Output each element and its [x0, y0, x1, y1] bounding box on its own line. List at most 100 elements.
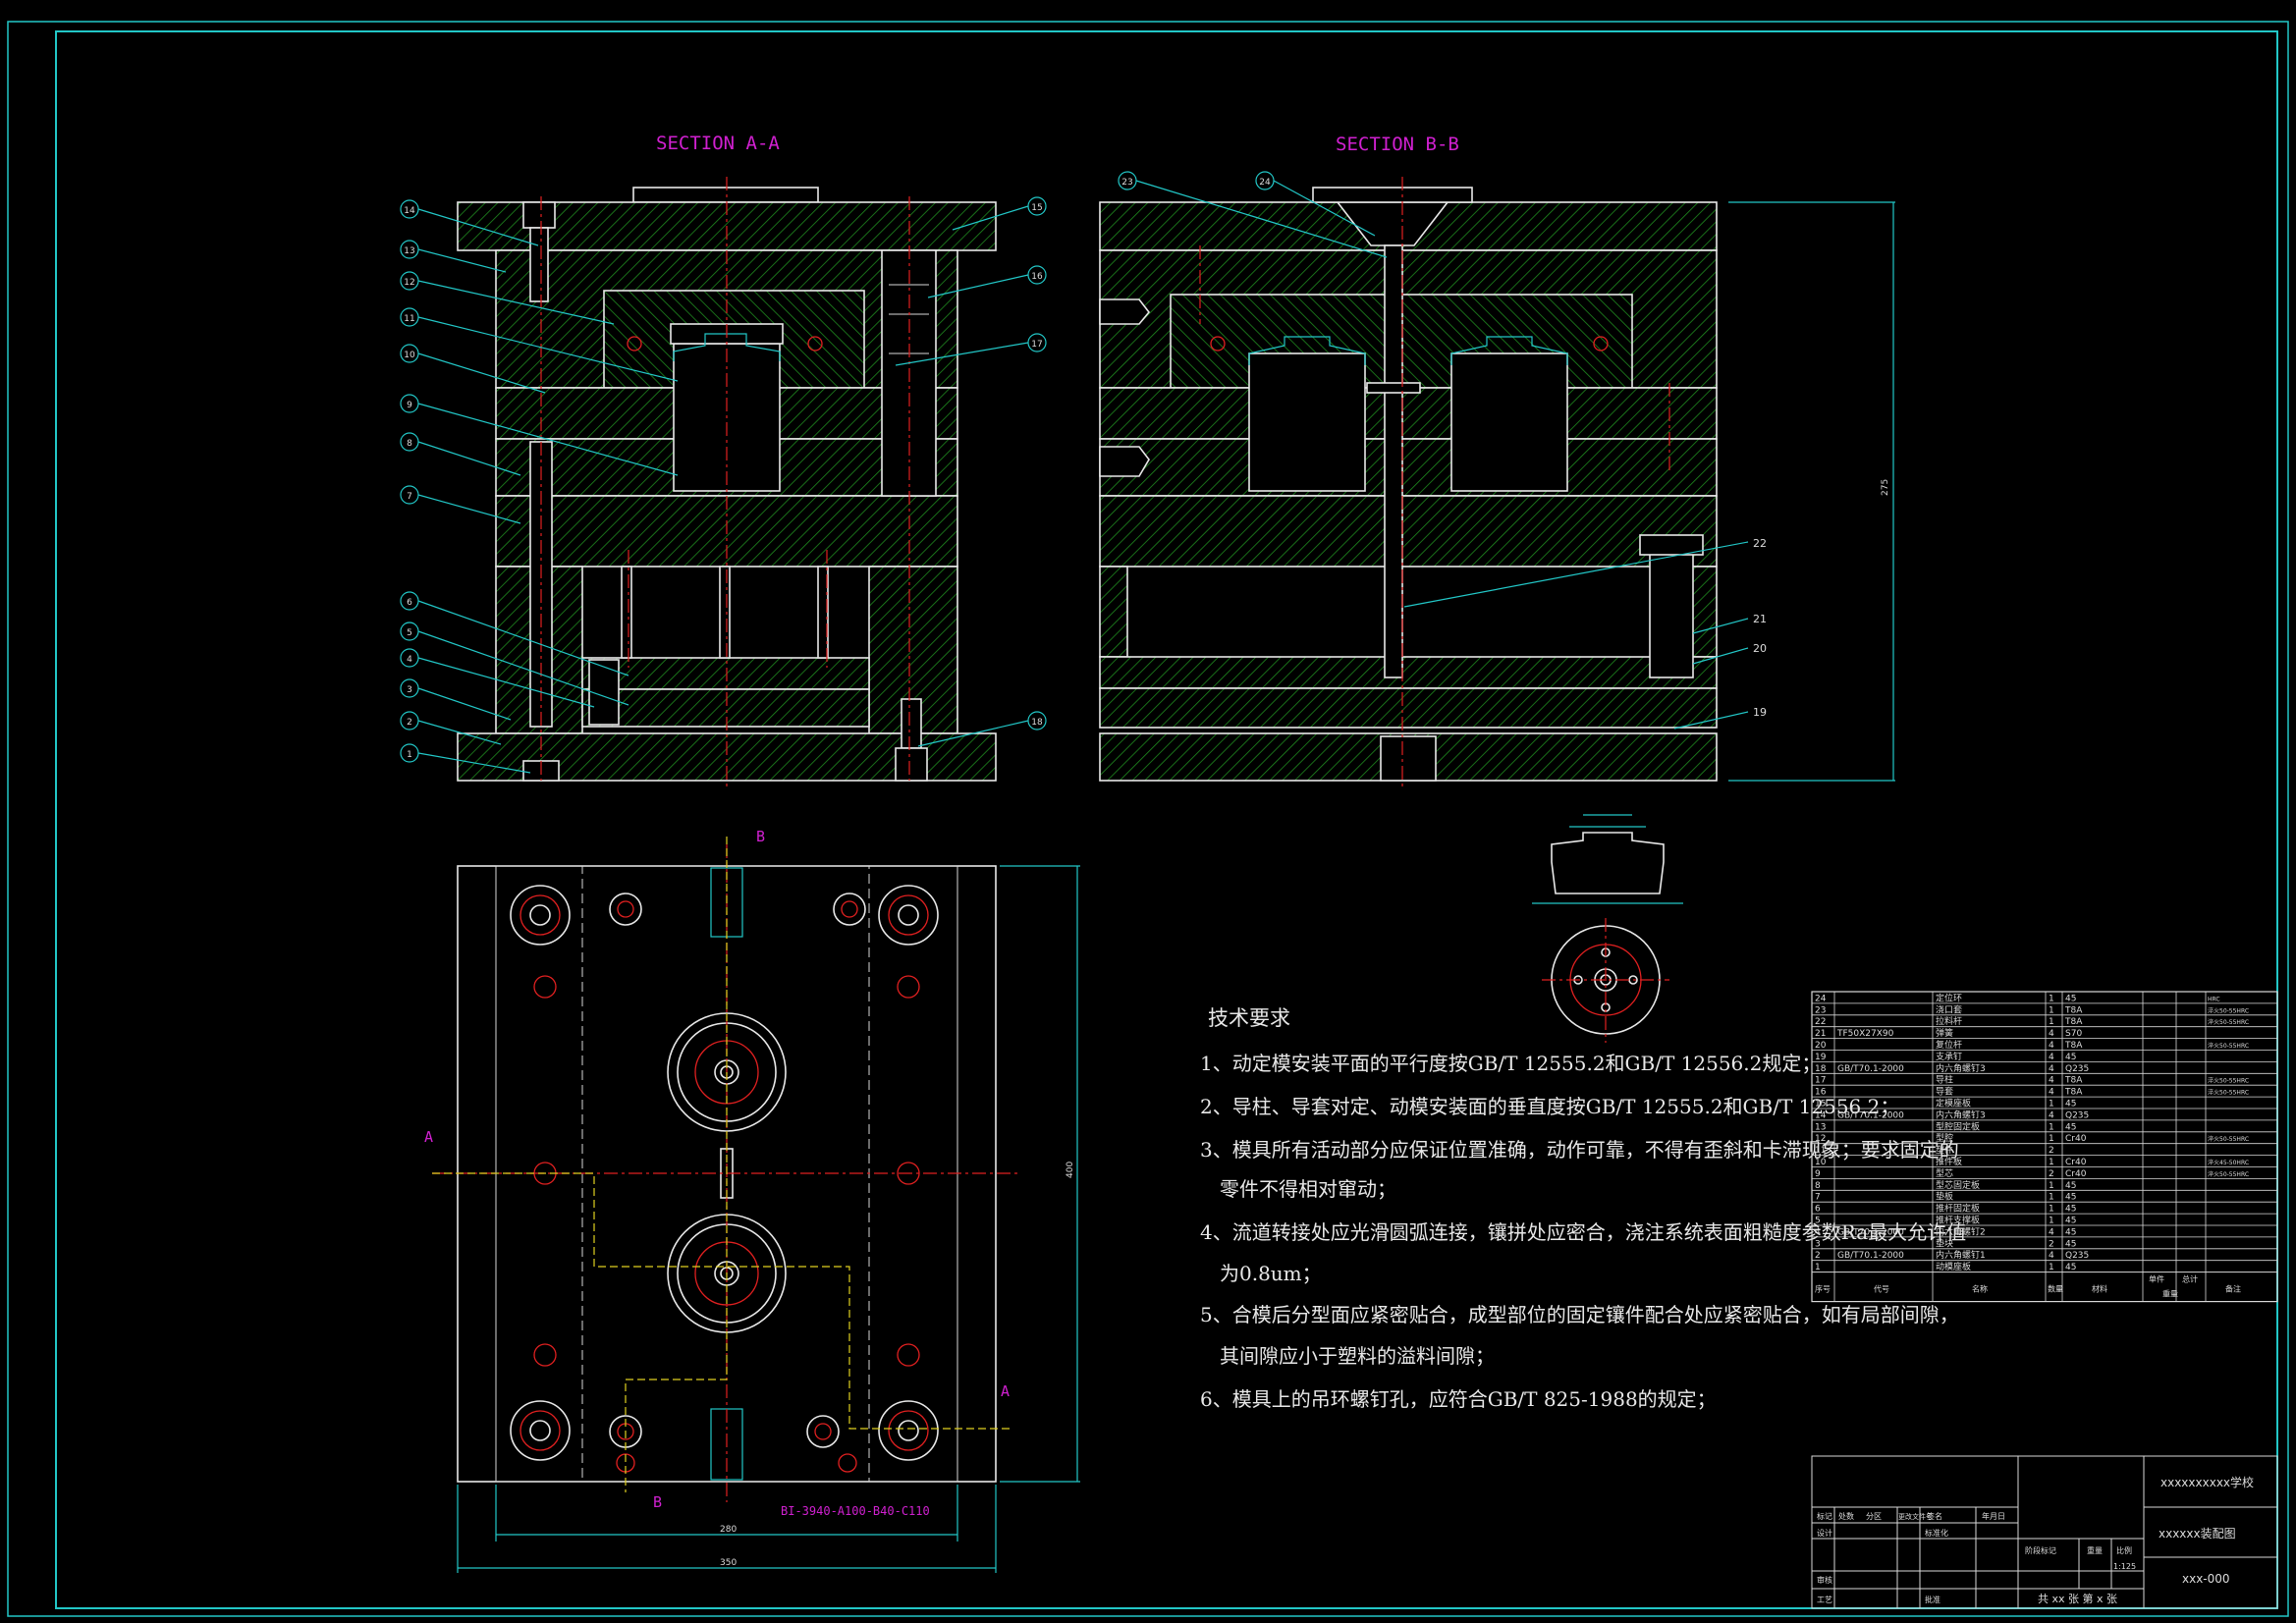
svg-text:4: 4 — [407, 655, 412, 665]
svg-text:22: 22 — [1753, 537, 1767, 550]
svg-text:21: 21 — [1753, 613, 1767, 625]
title-block: 标记 处数 分区 更改文件号 签名 年月日 设计 标准化 阶段标记 重量 比例 … — [1811, 1455, 2278, 1609]
bom-note: 淬火50-55HRC — [2208, 1018, 2249, 1026]
bom-name: 垫板 — [1936, 1191, 1953, 1203]
bom-name: 内六角螺钉2 — [1936, 1225, 1986, 1237]
svg-text:23: 23 — [1121, 178, 1132, 188]
bom-qty: 4 — [2049, 1110, 2054, 1120]
callout-5: 5 — [400, 622, 629, 706]
callout-7: 7 — [400, 485, 521, 524]
bom-no: 14 — [1815, 1110, 1827, 1120]
bom-qty: 2 — [2049, 1169, 2054, 1179]
bom-no: 11 — [1815, 1146, 1826, 1156]
bom-qty: 4 — [2049, 1088, 2054, 1098]
tech-item-5: 5、合模后分型面应紧密贴合，成型部位的固定镶件配合处应紧密贴合，如有局部间隙， — [1200, 1303, 1959, 1326]
svg-text:更改文件号: 更改文件号 — [1898, 1512, 1933, 1521]
bom-qty: 1 — [2049, 1134, 2054, 1144]
bom-material: 45 — [2065, 994, 2076, 1003]
bom-no: 21 — [1815, 1029, 1826, 1039]
bom-material: T8A — [2064, 1041, 2083, 1051]
bom-header-total: 总计 — [2182, 1274, 2198, 1284]
bom-no: 16 — [1815, 1088, 1827, 1098]
svg-text:标准化: 标准化 — [1925, 1528, 1948, 1538]
callout-20: 20 — [1692, 642, 1767, 665]
bom-name: 推件板 — [1936, 1156, 1962, 1167]
guide-bushing-tl — [510, 885, 571, 946]
bom-no: 18 — [1815, 1064, 1827, 1074]
bom-qty: 1 — [2049, 1181, 2054, 1191]
tech-item-4b: 为0.8um； — [1220, 1262, 1322, 1285]
bom-qty: 1 — [2049, 1205, 2054, 1215]
part-detail — [1532, 814, 1683, 1043]
bom-qty: 4 — [2049, 1064, 2054, 1074]
bom-material: 45 — [2065, 1100, 2076, 1109]
bom-qty: 4 — [2049, 1029, 2054, 1039]
bom-name: 内六角螺钉3 — [1936, 1062, 1986, 1074]
bom-no: 13 — [1815, 1122, 1826, 1132]
bom-qty: 2 — [2049, 1146, 2054, 1156]
callouts-section-b: 23 24 22 21 20 19 — [1118, 171, 1767, 730]
callout-3: 3 — [400, 678, 512, 721]
callout-16: 16 — [927, 265, 1047, 298]
bom-no: 23 — [1815, 1005, 1826, 1015]
bom-material: 45 — [2065, 1053, 2076, 1062]
bom-name: 型芯固定板 — [1936, 1179, 1980, 1191]
svg-text:9: 9 — [407, 401, 412, 410]
bom-material: 45 — [2065, 1181, 2076, 1191]
callout-13: 13 — [400, 240, 507, 273]
svg-text:11: 11 — [404, 314, 414, 324]
svg-text:14: 14 — [404, 206, 415, 216]
bom-name: 推杆固定板 — [1936, 1203, 1980, 1215]
svg-text:19: 19 — [1753, 706, 1767, 719]
bom-material: Q235 — [2065, 1110, 2089, 1120]
bom-qty: 2 — [2049, 1239, 2054, 1249]
bom-name: 型腔固定板 — [1936, 1120, 1980, 1132]
bom-material: Cr40 — [2065, 1134, 2087, 1144]
bom-name: 内六角螺钉1 — [1936, 1249, 1986, 1261]
drawing-name: xxxxxx装配图 — [2159, 1527, 2236, 1541]
bom-no: 7 — [1815, 1193, 1821, 1203]
bom-no: 1 — [1815, 1263, 1821, 1272]
bom-qty: 4 — [2049, 1076, 2054, 1086]
bom-no: 6 — [1815, 1205, 1821, 1215]
tech-item-4: 4、流道转接处应光滑圆弧连接，镶拼处应密合，浇注系统表面粗糙度参数Ra最大允许值 — [1200, 1220, 1966, 1244]
svg-text:审核: 审核 — [1817, 1575, 1832, 1585]
bom-no: 8 — [1815, 1181, 1821, 1191]
svg-text:2: 2 — [407, 718, 412, 728]
svg-text:17: 17 — [1031, 340, 1042, 350]
section-b-view: SECTION B-B — [1099, 134, 1895, 790]
bom-no: 17 — [1815, 1076, 1826, 1086]
dim-outer-width: 350 — [720, 1558, 737, 1568]
bom-material: T8A — [2064, 1088, 2083, 1098]
tech-item-6: 6、模具上的吊环螺钉孔，应符合GB/T 825-1988的规定； — [1200, 1387, 1717, 1411]
bom-qty: 1 — [2049, 1122, 2054, 1132]
tech-item-3b: 零件不得相对窜动； — [1220, 1177, 1396, 1201]
svg-text:18: 18 — [1031, 718, 1043, 728]
bom-name: 拉料杆 — [1936, 1015, 1962, 1027]
cut-mark-a-left: A — [424, 1128, 433, 1146]
bom-material: Cr40 — [2065, 1158, 2087, 1167]
inner-border — [55, 30, 2278, 1609]
bom-material: 45 — [2065, 1122, 2076, 1132]
bom-header-name: 名称 — [1972, 1284, 1988, 1294]
bom-name: 垫块 — [1936, 1237, 1953, 1249]
bom-qty: 1 — [2049, 1263, 2054, 1272]
bom-note: 淬火50-55HRC — [2208, 1042, 2249, 1050]
bom-material: T8A — [2064, 1017, 2083, 1027]
bom-name: 导柱 — [1936, 1074, 1953, 1086]
svg-text:8: 8 — [407, 439, 412, 449]
bom-no: 20 — [1815, 1041, 1827, 1051]
bom-note: 淬火45-50HRC — [2208, 1159, 2249, 1166]
tech-item-5b: 其间隙应小于塑料的溢料间隙； — [1220, 1344, 1495, 1368]
callout-18: 18 — [917, 711, 1047, 747]
callout-17: 17 — [895, 333, 1047, 366]
bom-note: 淬火50-55HRC — [2208, 1170, 2249, 1178]
callout-24: 24 — [1255, 171, 1376, 237]
bom-name: 动模座板 — [1936, 1261, 1971, 1272]
bom-header-weight: 重量 — [2162, 1289, 2178, 1299]
bom-qty: 1 — [2049, 1017, 2054, 1027]
bom-qty: 4 — [2049, 1053, 2054, 1062]
bom-qty: 1 — [2049, 1217, 2054, 1226]
bom-material: Cr40 — [2065, 1169, 2087, 1179]
svg-text:分区: 分区 — [1866, 1512, 1882, 1521]
